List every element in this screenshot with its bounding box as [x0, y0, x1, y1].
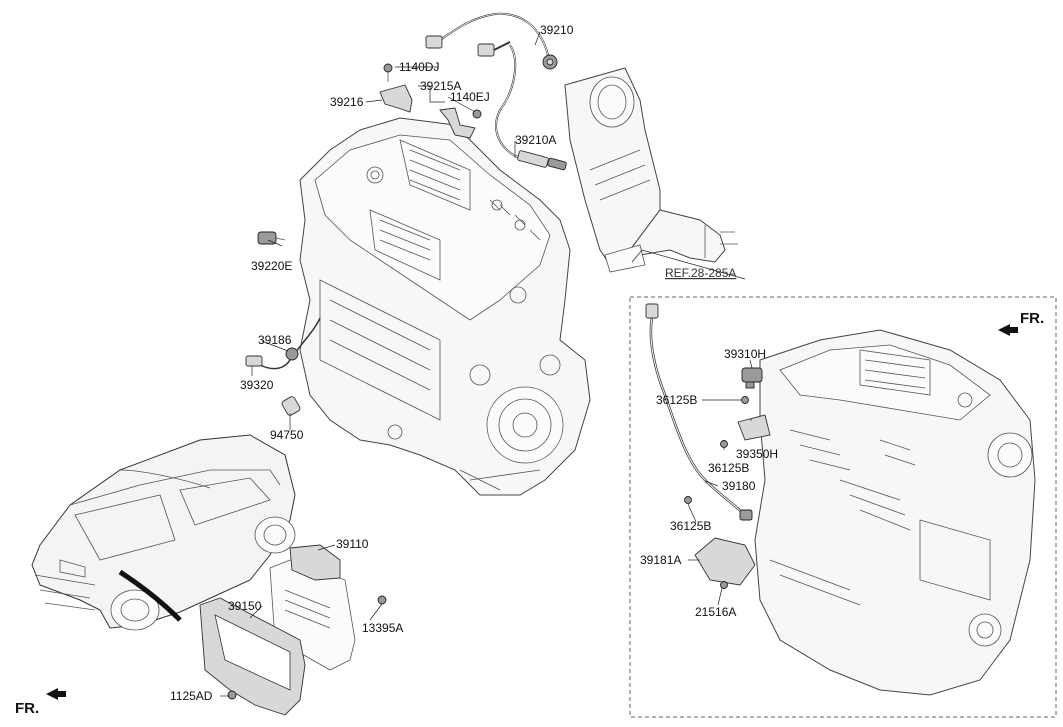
label-94750: 94750 — [270, 428, 304, 442]
label-39186: 39186 — [258, 333, 292, 347]
label-39110: 39110 — [336, 537, 369, 551]
label-39216: 39216 — [330, 95, 364, 109]
ecu-bracket-39150 — [199, 595, 387, 716]
reference-label: REF.28-285A — [665, 266, 736, 280]
label-39181A: 39181A — [640, 553, 681, 567]
bracket-39215A — [439, 107, 482, 139]
fr-arrow-icon — [998, 324, 1018, 336]
knock-sensor-39186 — [245, 317, 321, 370]
cover-39181A — [694, 537, 756, 589]
leader-lines — [220, 31, 753, 697]
label-39210A: 39210A — [515, 133, 556, 147]
label-13395A: 13395A — [362, 621, 403, 635]
label-1140DJ: 1140DJ — [399, 60, 439, 74]
fr-arrow-icon — [46, 688, 66, 700]
label-39350H: 39350H — [736, 447, 778, 461]
fr-label-bottom: FR. — [15, 700, 39, 717]
label-39150: 39150 — [228, 599, 262, 613]
ecu-39110 — [269, 544, 356, 671]
label-36125B-1: 36125B — [656, 393, 697, 407]
label-39210: 39210 — [540, 23, 574, 37]
cam-sensor-39310H — [741, 367, 763, 389]
label-1125AD: 1125AD — [170, 689, 213, 703]
inset-engine-illustration — [754, 329, 1036, 696]
oxygen-sensor-39210A — [495, 44, 567, 171]
label-1140EJ: 1140EJ — [450, 90, 490, 104]
sensor-39220E — [257, 231, 286, 245]
label-39310H: 39310H — [724, 347, 766, 361]
label-39215A: 39215A — [420, 79, 461, 93]
main-engine-illustration — [299, 117, 591, 496]
catalytic-converter-illustration — [564, 67, 738, 273]
label-39320: 39320 — [240, 378, 274, 392]
bracket-39350H — [737, 414, 771, 441]
label-39220E: 39220E — [251, 259, 292, 273]
label-39180: 39180 — [722, 479, 756, 493]
bracket-39216 — [379, 63, 413, 113]
fr-label-inset: FR. — [1020, 310, 1044, 327]
inset-frame — [629, 296, 1057, 718]
label-21516A: 21516A — [695, 605, 736, 619]
label-36125B-2: 36125B — [708, 461, 749, 475]
sensor-harness-39180 — [645, 303, 753, 521]
vehicle-illustration — [31, 434, 296, 631]
oxygen-sensor-39210 — [425, 12, 558, 70]
switch-94750 — [281, 396, 301, 416]
label-36125B-3: 36125B — [670, 519, 711, 533]
bolts-36125B — [684, 396, 749, 504]
